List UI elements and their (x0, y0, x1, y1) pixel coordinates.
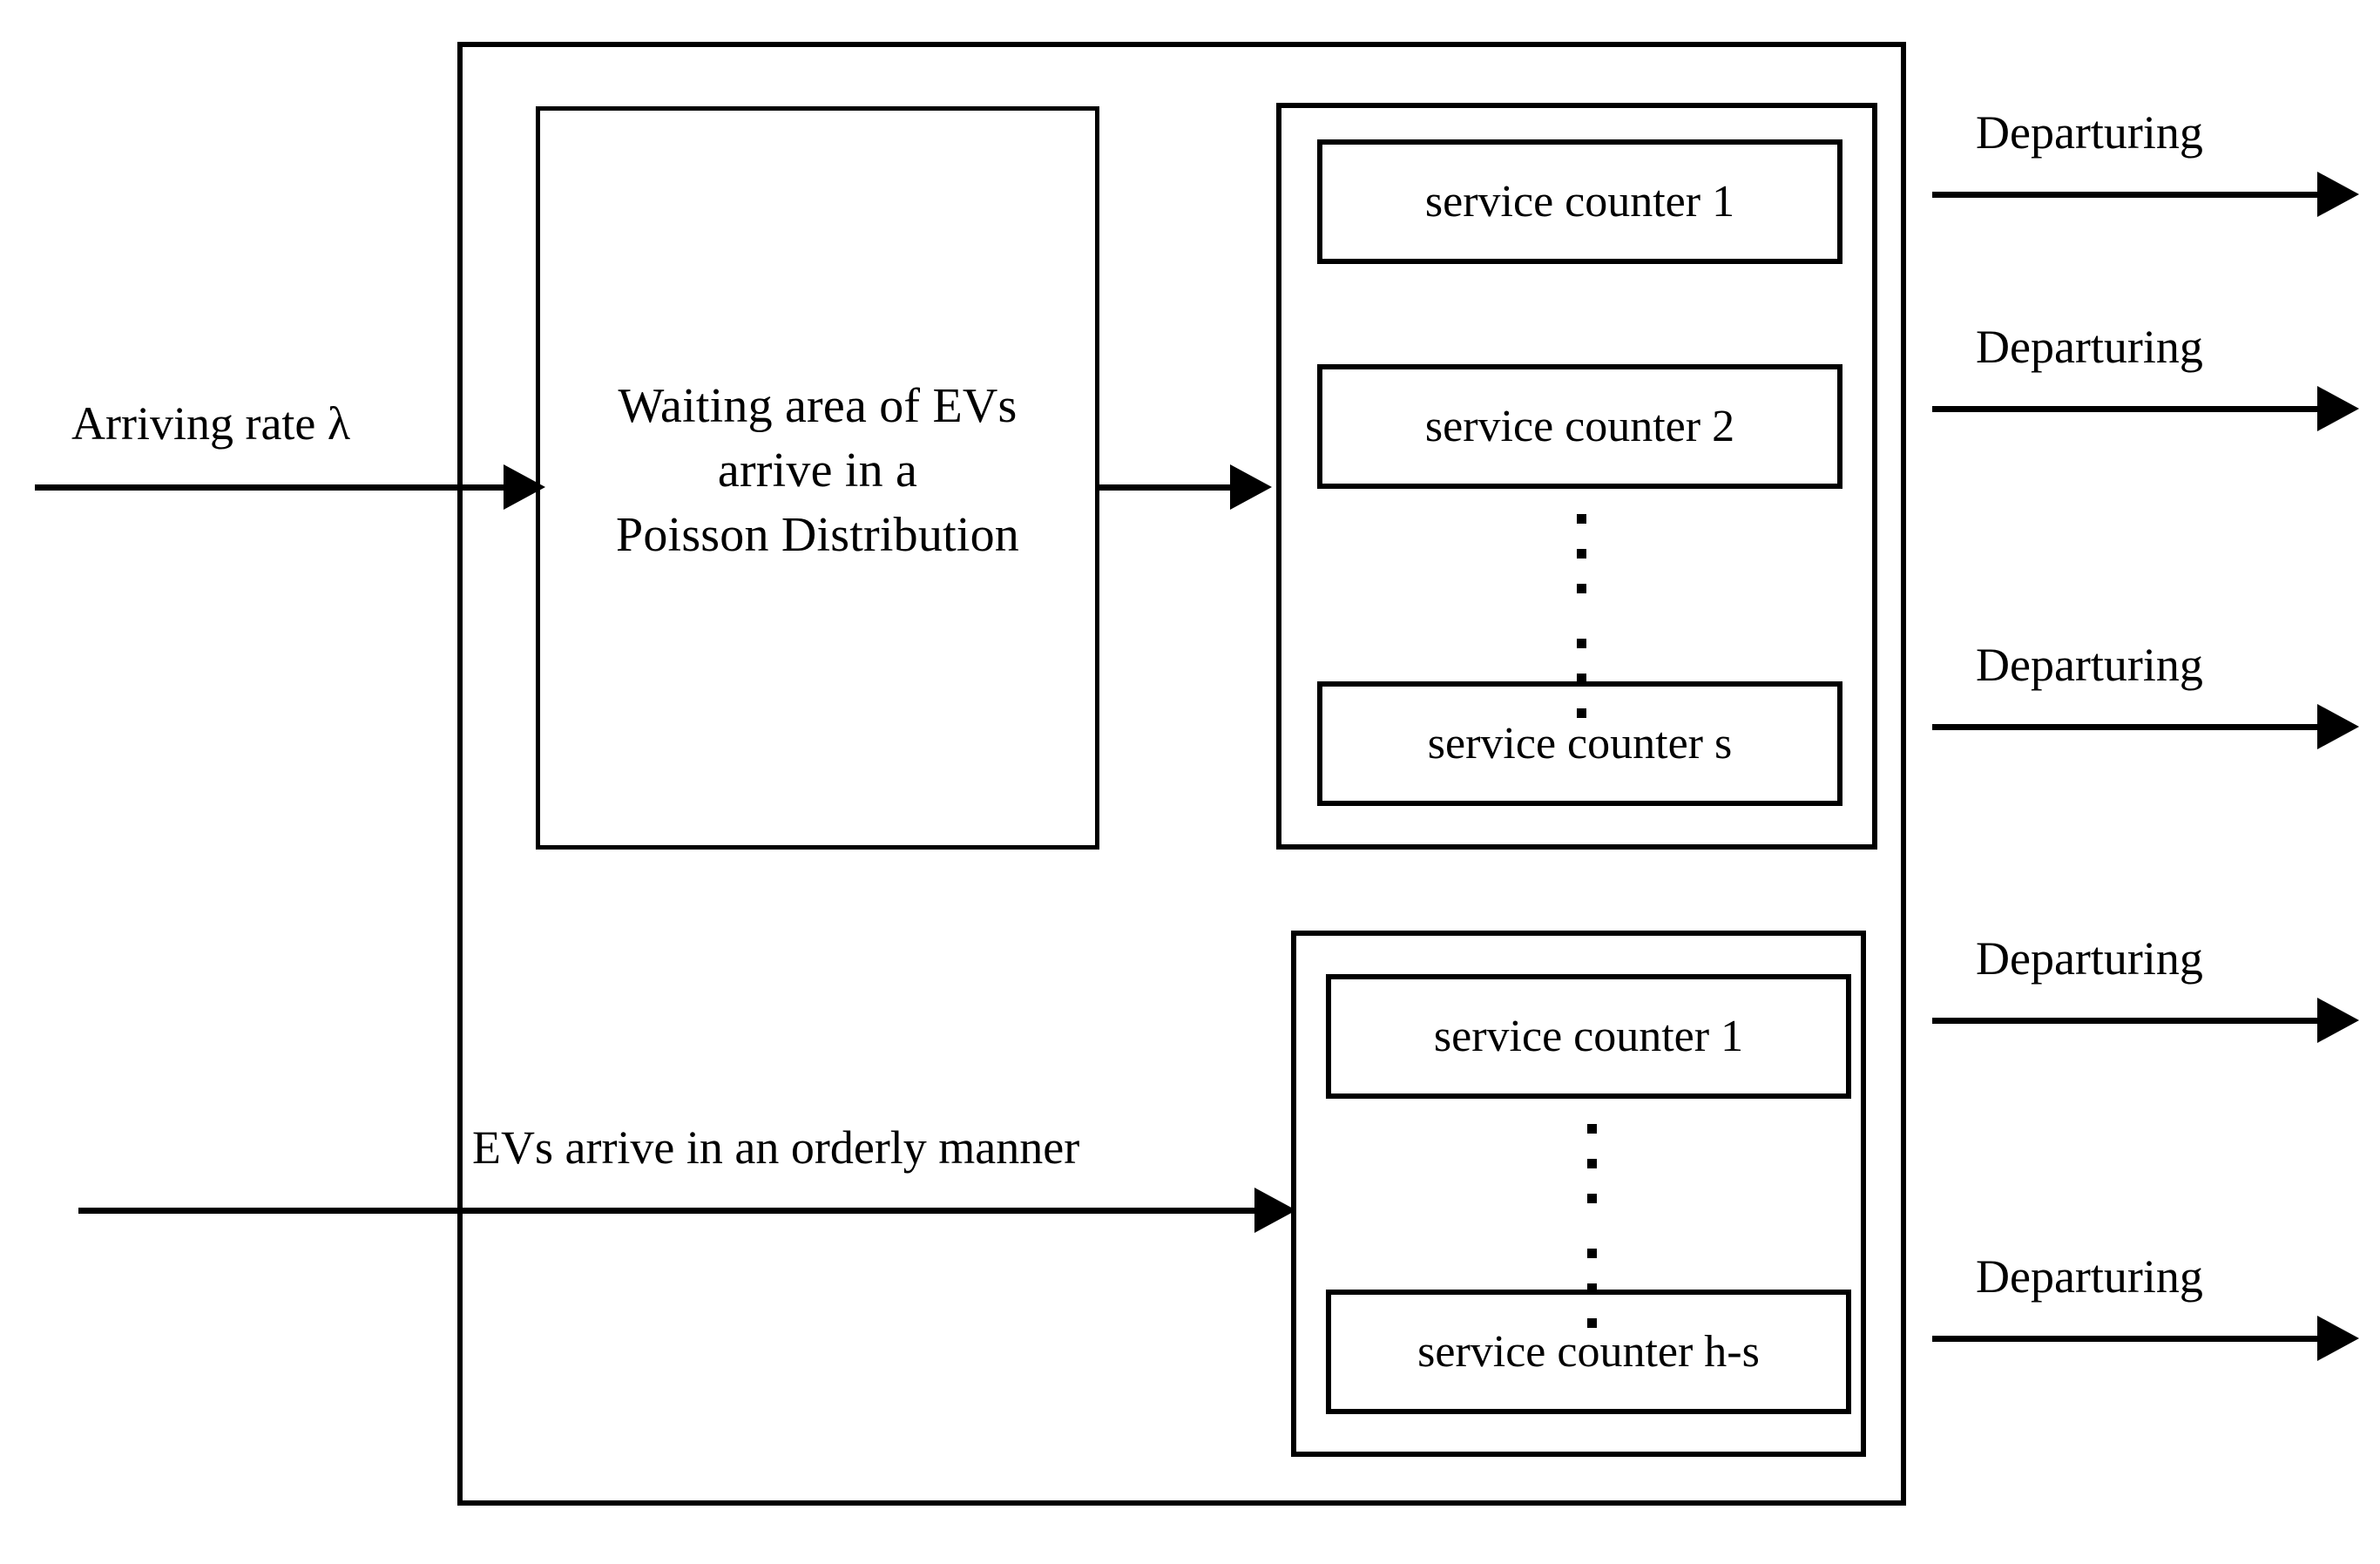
service-counter-box: service counter 1 (1317, 139, 1842, 264)
top-counter-group-box (1276, 103, 1877, 850)
service-counter-label: service counter 1 (1433, 1012, 1744, 1061)
right-arrow-icon (1230, 464, 1272, 510)
right-arrow-icon (2317, 1316, 2359, 1361)
right-arrow-icon (2317, 704, 2359, 749)
service-counter-label: service counter 1 (1424, 177, 1735, 227)
waiting-to-counters-flow-line (1099, 484, 1234, 491)
system-boundary-box (457, 42, 1906, 1506)
departuring-flow-line (1932, 406, 2333, 412)
departuring-flow-line (1932, 1336, 2333, 1342)
departuring-label: Departuring (1976, 321, 2203, 373)
service-counter-label: service counter h-s (1417, 1327, 1760, 1377)
departuring-label: Departuring (1976, 639, 2203, 691)
right-arrow-icon (2317, 386, 2359, 431)
departuring-label: Departuring (1976, 1250, 2203, 1303)
waiting-area-line-3: Poisson Distribution (616, 507, 1019, 562)
departuring-label: Departuring (1976, 932, 2203, 985)
arriving-rate-label: Arriving rate λ (71, 397, 351, 450)
service-counter-box: service counter 1 (1326, 974, 1851, 1099)
orderly-arrival-flow-line (78, 1208, 1282, 1214)
orderly-arrival-label: EVs arrive in an orderly manner (472, 1121, 1080, 1174)
vertical-ellipsis-icon (1568, 514, 1594, 718)
service-counter-box: service counter h-s (1326, 1290, 1851, 1414)
departuring-flow-line (1932, 192, 2333, 198)
arriving-rate-flow-line (35, 484, 514, 491)
vertical-ellipsis-icon (1579, 1124, 1605, 1328)
waiting-area-label: Waiting area of EVs arrive in a Poisson … (544, 375, 1091, 568)
departuring-flow-line (1932, 724, 2333, 730)
right-arrow-icon (1254, 1188, 1296, 1233)
right-arrow-icon (2317, 172, 2359, 217)
right-arrow-icon (2317, 998, 2359, 1043)
departuring-label: Departuring (1976, 106, 2203, 159)
service-counter-box: service counter s (1317, 681, 1842, 806)
waiting-area-line-1: Waiting area of EVs (618, 379, 1018, 433)
service-counter-box: service counter 2 (1317, 364, 1842, 489)
departuring-flow-line (1932, 1018, 2333, 1024)
right-arrow-icon (504, 464, 545, 510)
service-counter-label: service counter s (1427, 719, 1733, 768)
waiting-area-line-2: arrive in a (717, 443, 918, 498)
service-counter-label: service counter 2 (1424, 402, 1735, 451)
